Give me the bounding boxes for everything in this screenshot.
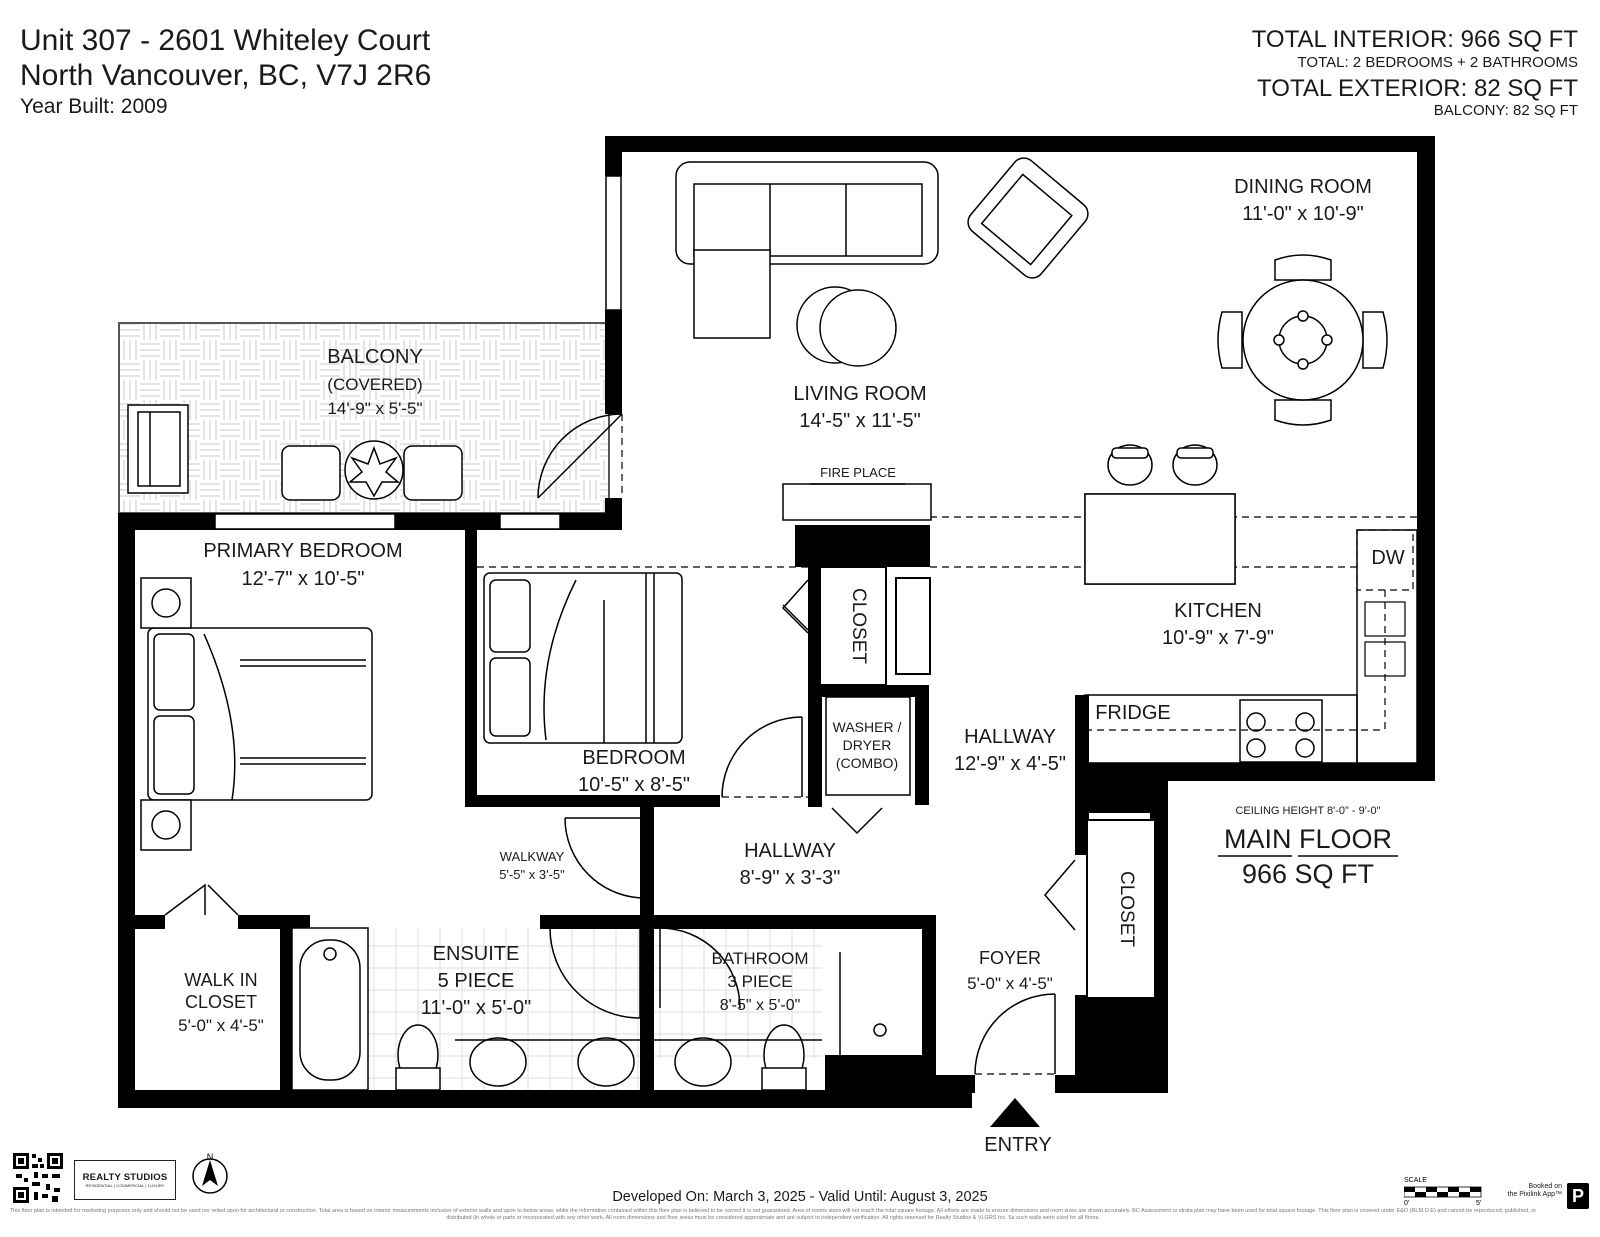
total-interior: TOTAL INTERIOR: 966 SQ FT bbox=[1251, 26, 1578, 53]
realty-studios-logo: REALTY STUDIOS RESIDENTIAL | COMMERCIAL … bbox=[74, 1160, 176, 1200]
secondary-bed bbox=[483, 572, 683, 744]
closet-box-1 bbox=[819, 566, 887, 686]
north-arrow-icon: N bbox=[192, 1152, 228, 1194]
primary-bedroom-name: PRIMARY BEDROOM bbox=[203, 540, 402, 562]
developed-date: Developed On: March 3, 2025 - Valid Unti… bbox=[612, 1189, 988, 1205]
bathtub bbox=[291, 927, 369, 1091]
scale-label: SCALE bbox=[1404, 1177, 1427, 1184]
scale-bar: SCALE 0' 5' bbox=[1404, 1177, 1482, 1206]
walkway-name: WALKWAY bbox=[500, 849, 565, 864]
primary-bed bbox=[140, 577, 373, 851]
logo-sub: RESIDENTIAL | COMMERCIAL | LUXURY bbox=[85, 1183, 165, 1188]
address-line-2: North Vancouver, BC, V7J 2R6 bbox=[20, 58, 432, 92]
washer-dryer bbox=[825, 696, 911, 796]
total-exterior: TOTAL EXTERIOR: 82 SQ FT bbox=[1257, 74, 1578, 102]
header-address: Unit 307 - 2601 Whiteley Court North Van… bbox=[20, 24, 431, 119]
bathroom-dims: 8'-5" x 5'-0" bbox=[720, 997, 801, 1014]
washer-line1: WASHER / bbox=[833, 719, 902, 735]
scale-5: 5' bbox=[1476, 1200, 1481, 1206]
fireplace bbox=[782, 483, 932, 521]
entry-label: ENTRY bbox=[984, 1134, 1051, 1156]
closet-1-label: CLOSET bbox=[848, 588, 869, 664]
ceiling-height: CEILING HEIGHT 8'-0" - 9'-0" bbox=[1235, 805, 1380, 817]
washer-line2: DRYER bbox=[843, 737, 892, 753]
ensuite-line1: ENSUITE bbox=[433, 943, 520, 965]
floor-area: 966 SQ FT bbox=[1242, 859, 1374, 889]
fireplace-label: FIRE PLACE bbox=[820, 465, 896, 480]
balcony-name: BALCONY bbox=[327, 346, 423, 368]
balcony-note: (COVERED) bbox=[327, 375, 422, 394]
bar-stools bbox=[1107, 444, 1218, 486]
hallway-main-name: HALLWAY bbox=[964, 726, 1056, 748]
foyer-dims: 5'-0" x 4'-5" bbox=[967, 974, 1053, 993]
dining-room-name: DINING ROOM bbox=[1234, 176, 1372, 198]
pixlink-badge-icon: P bbox=[1567, 1183, 1589, 1209]
address-line-1: Unit 307 - 2601 Whiteley Court bbox=[20, 24, 431, 57]
bedroom-name: BEDROOM bbox=[582, 747, 685, 769]
walkway-dims: 5'-5" x 3'-5" bbox=[499, 867, 565, 882]
dining-table bbox=[1217, 254, 1388, 426]
dining-room-dims: 11'-0" x 10'-9" bbox=[1242, 203, 1364, 225]
ensuite-dims: 11'-0" x 5'-0" bbox=[421, 997, 531, 1019]
foyer-name: FOYER bbox=[979, 948, 1041, 968]
walk-in-dims: 5'-0" x 4'-5" bbox=[178, 1016, 264, 1035]
walk-in-line1: WALK IN bbox=[184, 970, 257, 990]
sofa bbox=[675, 161, 939, 339]
interior-detail: TOTAL: 2 BEDROOMS + 2 BATHROOMS bbox=[1297, 53, 1578, 71]
living-room-dims: 14'-5" x 11'-5" bbox=[799, 410, 921, 432]
kitchen-dims: 10'-9" x 7'-9" bbox=[1162, 627, 1274, 649]
hallway-2-dims: 8'-9" x 3'-3" bbox=[740, 867, 841, 889]
logo-name: REALTY STUDIOS bbox=[82, 1172, 168, 1183]
entry-arrow-icon bbox=[990, 1098, 1040, 1127]
north-label: N bbox=[207, 1152, 214, 1162]
balcony-dims: 14'-9" x 5'-5" bbox=[327, 399, 422, 418]
closet-shelf bbox=[895, 577, 931, 675]
kitchen-island bbox=[1084, 493, 1236, 585]
year-built: Year Built: 2009 bbox=[20, 95, 168, 118]
hallway-2-name: HALLWAY bbox=[744, 840, 836, 862]
windows bbox=[214, 175, 622, 530]
doors bbox=[164, 413, 1076, 1075]
bedroom-dims: 10'-5" x 8'-5" bbox=[578, 774, 690, 796]
closet-box-2 bbox=[1086, 819, 1156, 999]
hallway-main-dims: 12'-9" x 4'-5" bbox=[954, 753, 1066, 775]
bathroom-line1: BATHROOM bbox=[712, 949, 809, 968]
interior-walls bbox=[135, 525, 1165, 1105]
pixlink-note: Booked on the Pixilink App™ bbox=[1500, 1183, 1562, 1199]
kitchen-name: KITCHEN bbox=[1174, 600, 1262, 622]
balcony-furniture bbox=[127, 404, 463, 501]
living-room-name: LIVING ROOM bbox=[793, 383, 926, 405]
header-totals: TOTAL INTERIOR: 966 SQ FT TOTAL: 2 BEDRO… bbox=[1252, 26, 1578, 124]
washer-line3: (COMBO) bbox=[836, 755, 898, 771]
exterior-detail: BALCONY: 82 SQ FT bbox=[1433, 102, 1578, 120]
armchair bbox=[967, 157, 1089, 279]
qr-code-icon bbox=[12, 1152, 64, 1204]
floor-name: MAIN FLOOR bbox=[1224, 824, 1392, 854]
pixlink-line1: Booked on bbox=[1528, 1183, 1562, 1190]
stove bbox=[1239, 699, 1323, 763]
kitchen-sink bbox=[1364, 601, 1406, 677]
bath-fixtures bbox=[395, 952, 887, 1091]
pixlink-line2: the Pixilink App™ bbox=[1507, 1191, 1562, 1199]
scale-0: 0' bbox=[1404, 1200, 1409, 1206]
disclaimer: This floor plan is intended for marketin… bbox=[9, 1208, 1537, 1222]
closet-2-label: CLOSET bbox=[1116, 871, 1137, 947]
walk-in-line2: CLOSET bbox=[185, 992, 257, 1012]
primary-bedroom-dims: 12'-7" x 10'-5" bbox=[241, 568, 364, 590]
coffee-tables bbox=[796, 286, 897, 367]
fridge-label: FRIDGE bbox=[1095, 702, 1171, 724]
ensuite-line2: 5 PIECE bbox=[438, 970, 515, 992]
dw-label: DW bbox=[1371, 547, 1404, 569]
bathroom-line2: 3 PIECE bbox=[727, 972, 792, 991]
